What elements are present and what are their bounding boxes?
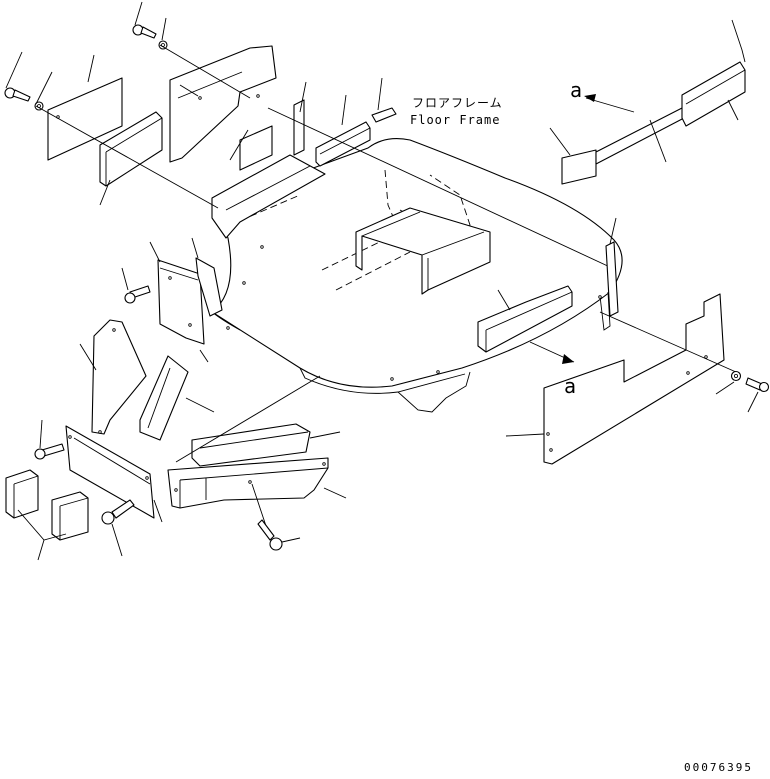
center-cover (355, 207, 491, 295)
floor-frame-label-en: Floor Frame (410, 113, 500, 127)
upper-bolts (4, 24, 168, 111)
right-rail (549, 19, 746, 185)
right-side-panel (505, 217, 770, 465)
lower-left-parts (5, 237, 223, 561)
upper-left-covers (47, 45, 397, 239)
view-mark-bottom: a (564, 374, 576, 398)
floor-frame-label-jp: フロアフレーム (412, 96, 503, 110)
figure-number: 00076395 (684, 761, 753, 774)
leader-lines-upper (5, 1, 613, 269)
front-channels (167, 375, 347, 551)
view-mark-top: a (570, 78, 582, 102)
right-floor-pad (477, 285, 575, 364)
